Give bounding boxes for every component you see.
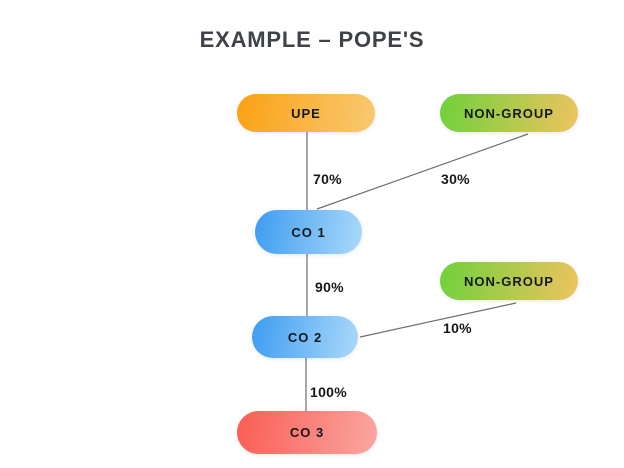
edge-label-co1-co2: 90% (315, 279, 344, 295)
edge-line-nongroup1-co1 (316, 133, 529, 210)
edge-label-upe-co1: 70% (313, 171, 342, 187)
node-co3: CO 3 (237, 411, 377, 454)
edge-label-co2-co3: 100% (310, 384, 348, 400)
node-co2: CO 2 (252, 316, 358, 358)
node-co1: CO 1 (255, 210, 362, 254)
node-non-group-1: NON-GROUP (440, 94, 578, 132)
node-upe: UPE (237, 94, 375, 132)
node-non-group-2: NON-GROUP (440, 262, 578, 300)
node-non-group-1-label: NON-GROUP (464, 105, 554, 121)
node-co3-label: CO 3 (289, 425, 325, 440)
edge-label-nongroup2-co2: 10% (443, 320, 472, 336)
node-non-group-2-label: NON-GROUP (464, 273, 554, 289)
edge-label-nongroup1-co1: 30% (441, 171, 470, 187)
node-co1-label: CO 1 (291, 224, 326, 240)
diagram-title: EXAMPLE – POPE'S (199, 27, 425, 52)
edge-line-nongroup2-co2 (359, 302, 517, 338)
node-upe-label: UPE (291, 105, 321, 121)
node-co2-label: CO 2 (287, 329, 323, 345)
